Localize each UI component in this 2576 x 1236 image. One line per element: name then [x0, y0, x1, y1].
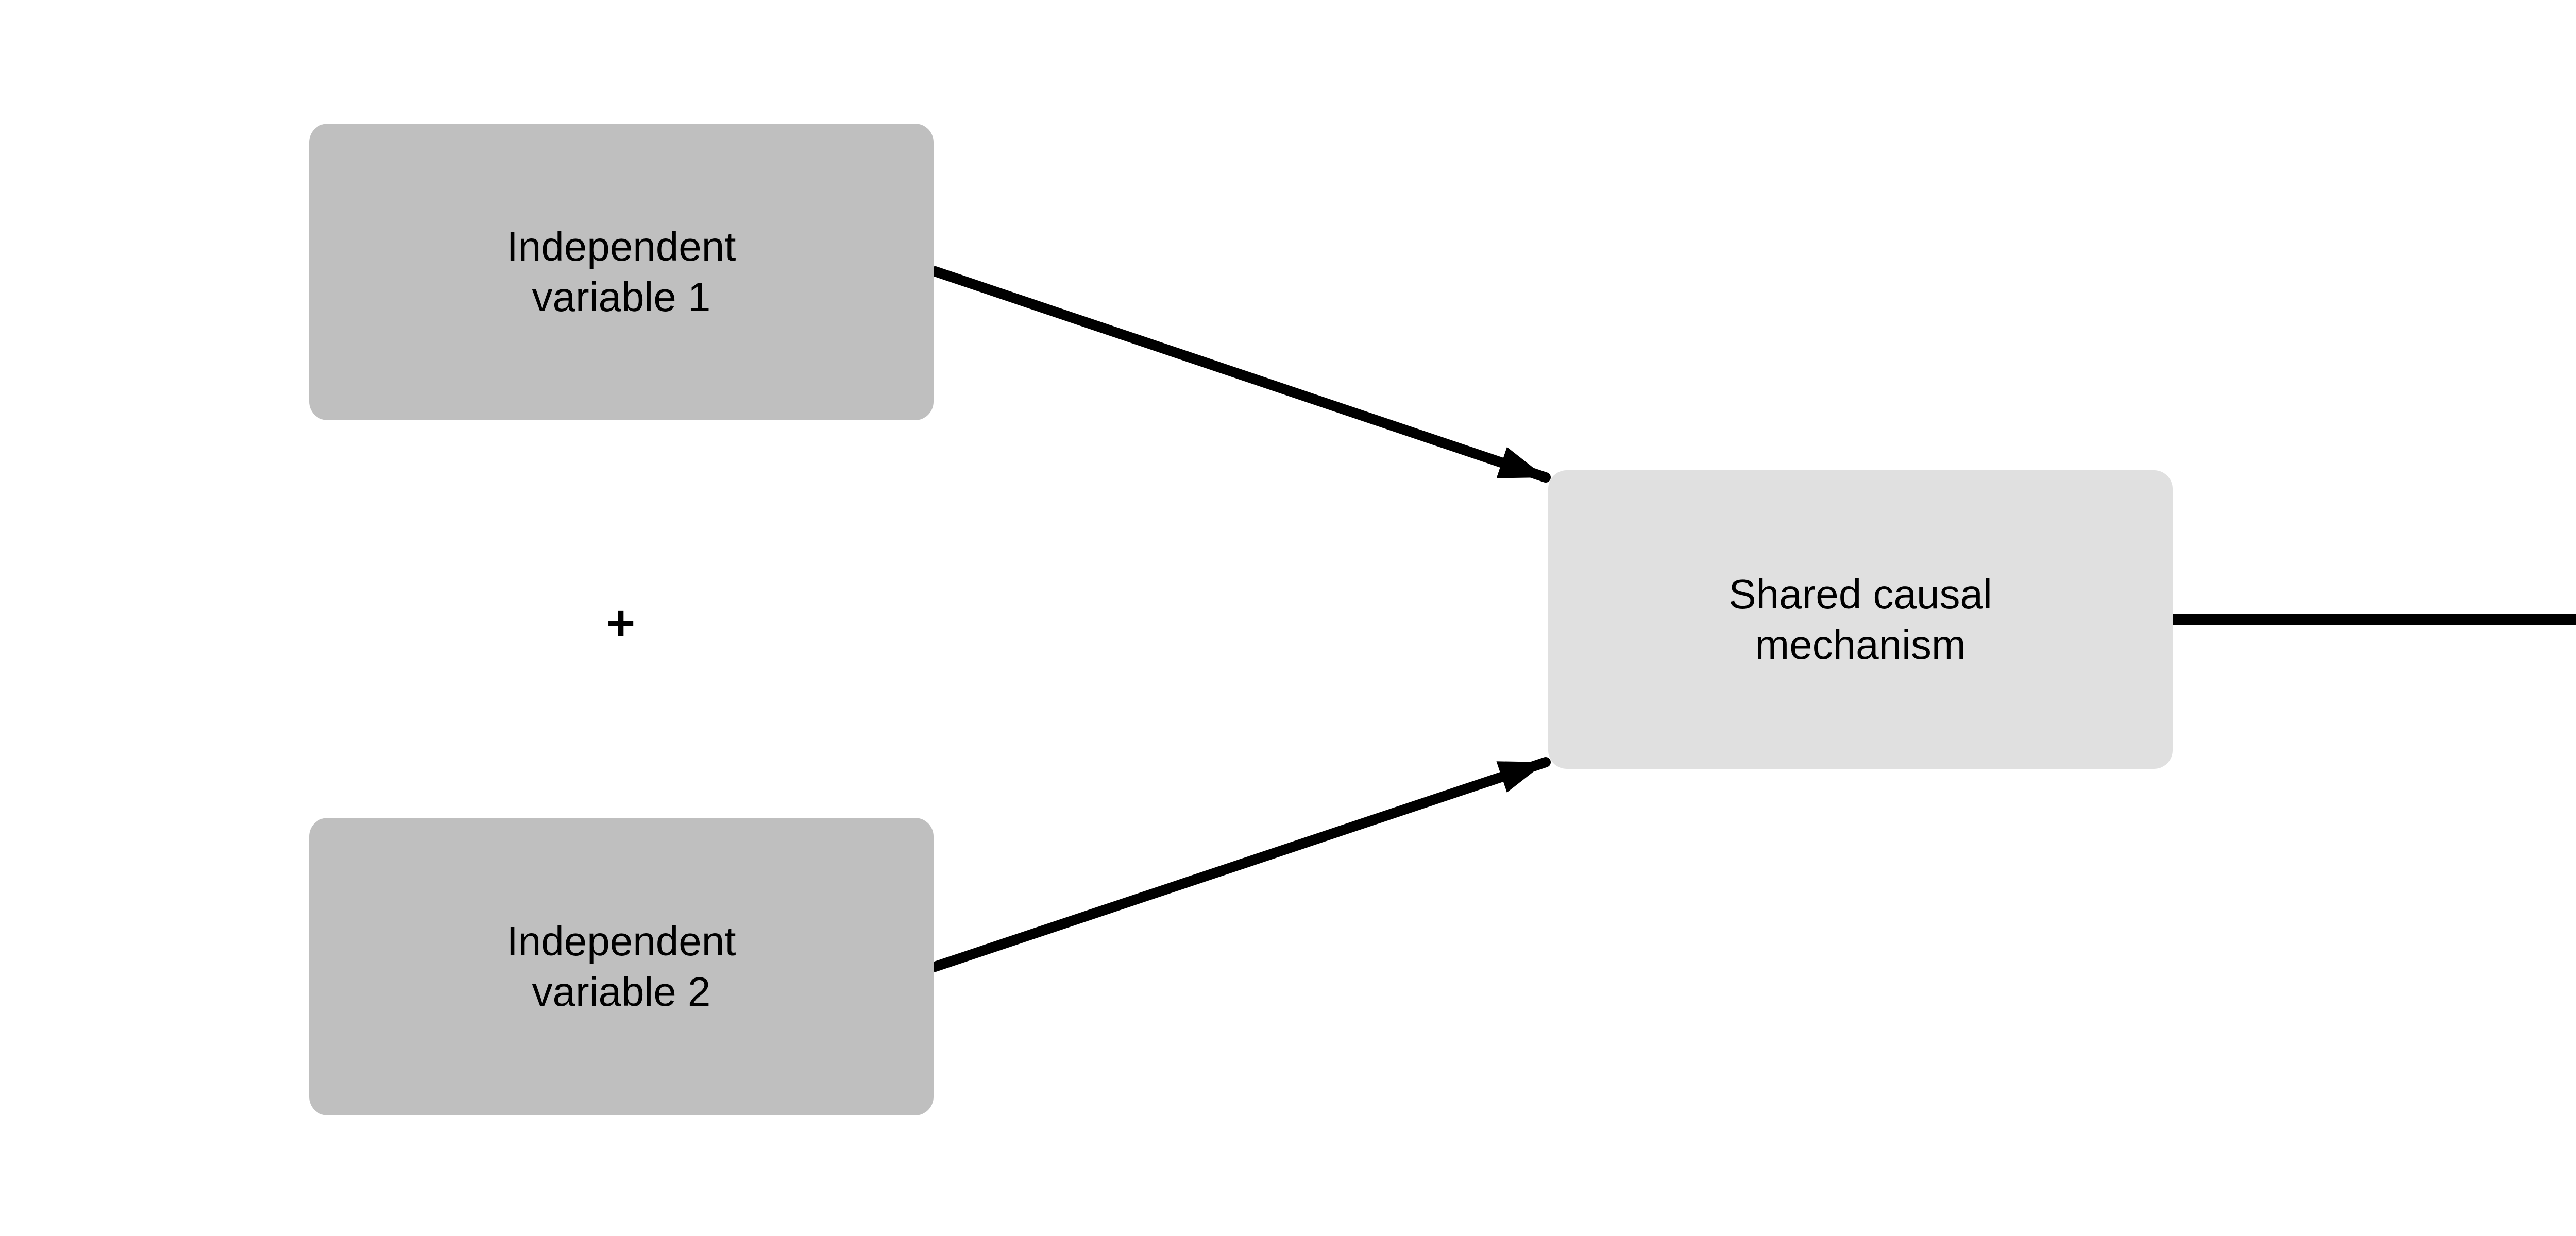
node-independent-variable-2-label: Independent variable 2: [506, 918, 736, 1015]
arrow-iv2-to-mechanism: [930, 757, 1551, 972]
arrow-iv1-to-mechanism: [930, 266, 1551, 483]
node-shared-causal-mechanism-label: Shared causal mechanism: [1728, 571, 1992, 667]
node-independent-variable-2: Independent variable 2: [309, 818, 934, 1115]
node-independent-variable-1: Independent variable 1: [309, 124, 934, 420]
plus-operator: +: [606, 595, 636, 650]
node-independent-variable-1-label: Independent variable 1: [506, 224, 736, 320]
node-shared-causal-mechanism: Shared causal mechanism: [1548, 470, 2173, 769]
